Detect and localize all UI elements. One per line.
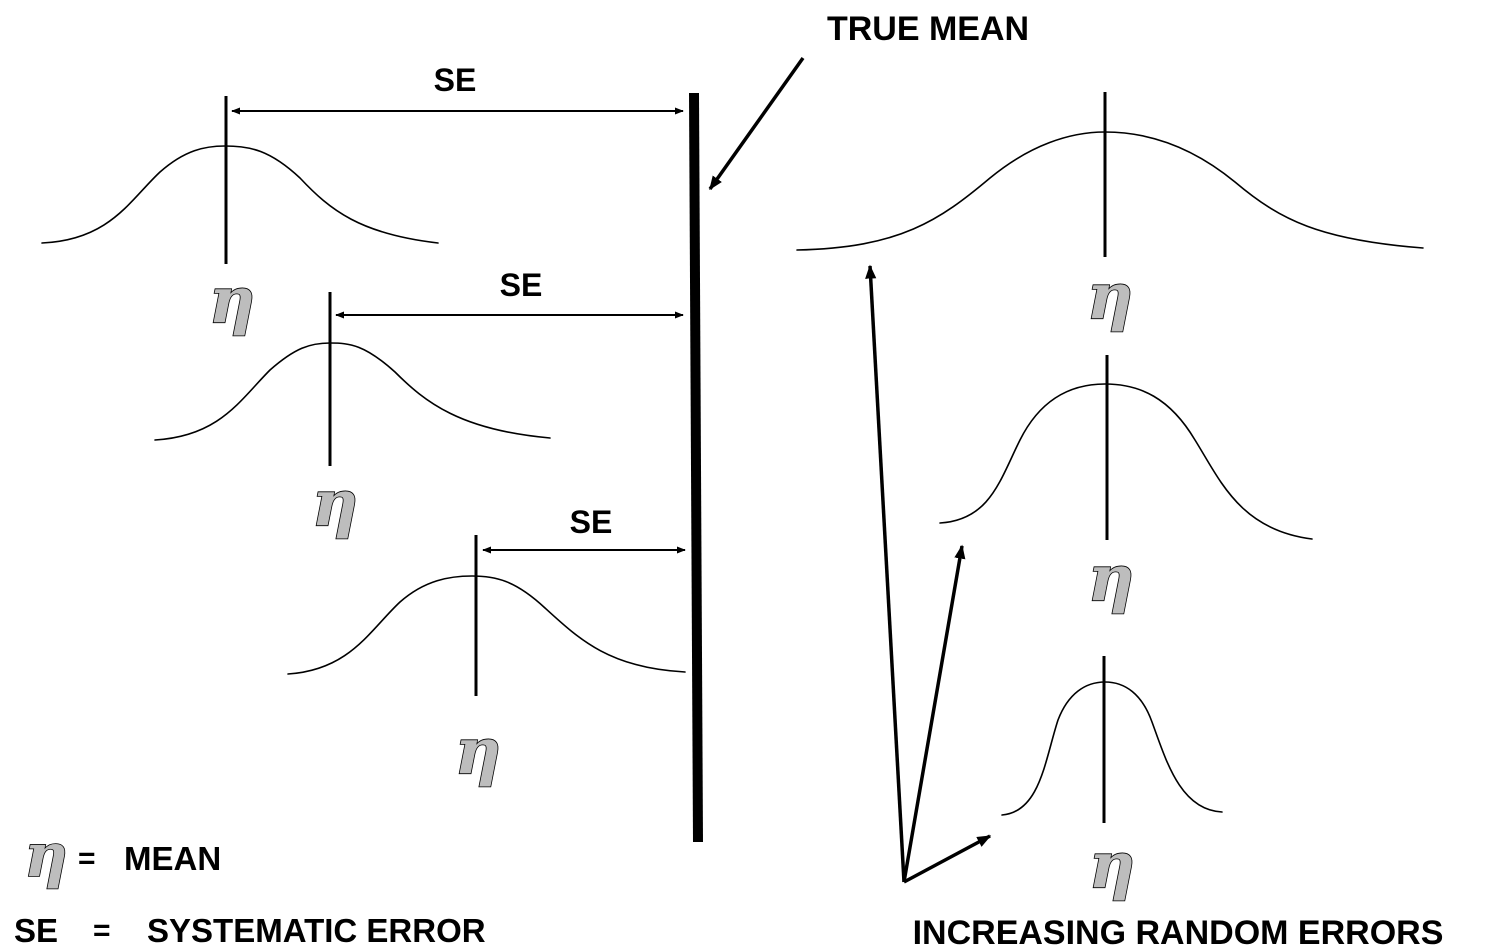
true-mean-line (689, 92, 703, 843)
eta-symbol-4: η (1087, 259, 1134, 334)
random-error-arrow-narrow (903, 834, 992, 884)
legend-eta-equals: = (78, 842, 96, 875)
left-distribution-2-curve (154, 342, 551, 441)
eta-symbol-2: η (312, 466, 359, 541)
true-mean-label: TRUE MEAN (827, 10, 1029, 48)
right-distribution-medium-curve (939, 383, 1313, 540)
increasing-random-errors-label: INCREASING RANDOM ERRORS (913, 914, 1444, 949)
legend-mean-text: MEAN (124, 840, 221, 877)
left-distribution-1-curve (41, 145, 439, 244)
se-label-1: SE (434, 62, 477, 98)
legend-se-abbr: SE (14, 912, 58, 949)
legend-systematic-error-text: SYSTEMATIC ERROR (147, 912, 486, 949)
eta-symbol-3: η (455, 714, 502, 789)
random-error-arrow-medium (902, 544, 966, 883)
eta-symbol-6: η (1089, 828, 1136, 903)
random-error-arrow-wide (865, 264, 906, 883)
left-distribution-3-curve (287, 575, 686, 675)
true-mean-pointer-arrow (708, 56, 805, 191)
eta-symbol-5: η (1088, 541, 1135, 616)
legend-se-equals: = (93, 914, 111, 947)
eta-symbol-1: η (209, 263, 256, 338)
right-distribution-wide-curve (796, 131, 1424, 251)
se-label-2: SE (500, 267, 543, 303)
right-distribution-narrow-curve (1001, 681, 1223, 816)
legend-eta-symbol: η (24, 821, 68, 891)
se-label-3: SE (570, 504, 613, 540)
